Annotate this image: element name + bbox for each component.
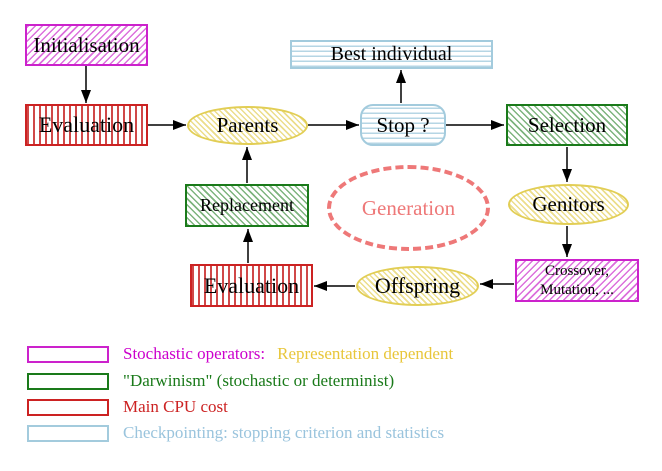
node-offspring-label: Offspring [374, 273, 461, 298]
node-selection: Selection [506, 104, 628, 146]
legend-label-representation: Representation dependent [277, 344, 454, 363]
legend-swatch-cyan-stripes [27, 424, 109, 442]
node-selection-label: Selection [527, 112, 607, 137]
legend-row-checkpointing: Checkpointing: stopping criterion and st… [27, 423, 445, 442]
node-genitors-label: Genitors [532, 192, 605, 216]
node-crossover-line2: Mutation, ... [540, 281, 614, 298]
generation-label: Generation [361, 195, 456, 220]
legend-label-checkpointing: Checkpointing: stopping criterion and st… [123, 423, 445, 442]
node-replacement-label: Replacement [200, 195, 294, 215]
node-initialisation-label: Initialisation [33, 32, 140, 57]
legend-row-darwinism: "Darwinism" (stochastic or determinist) [27, 371, 395, 390]
node-genitors: Genitors [508, 184, 629, 225]
legend-row-cpu-cost: Main CPU cost [27, 397, 228, 416]
node-parents: Parents [187, 106, 308, 145]
legend-label-darwinism: "Darwinism" (stochastic or determinist) [123, 371, 395, 390]
node-best-individual: Best individual [290, 40, 493, 69]
node-stop: Stop ? [360, 104, 446, 146]
node-evaluation-bottom-label: Evaluation [203, 272, 300, 298]
legend-label-cpu-cost: Main CPU cost [123, 397, 228, 416]
node-best-individual-label: Best individual [330, 43, 453, 65]
node-evaluation-bottom: Evaluation [190, 264, 313, 307]
node-replacement: Replacement [185, 184, 309, 227]
legend-swatch-green-hatch [27, 372, 109, 390]
node-crossover-line1: Crossover, [545, 262, 609, 279]
node-crossover-mutation: Crossover, Mutation, ... [515, 259, 639, 302]
legend-swatch-magenta-hatch [27, 345, 109, 363]
legend-label-stochastic: Stochastic operators: [123, 344, 266, 363]
node-offspring: Offspring [356, 266, 479, 306]
node-evaluation-top: Evaluation [25, 104, 148, 146]
node-parents-label: Parents [216, 113, 279, 137]
node-initialisation: Initialisation [25, 24, 148, 66]
node-evaluation-top-label: Evaluation [38, 112, 135, 137]
generation-loop-ellipse: Generation [327, 165, 490, 251]
node-stop-label: Stop ? [376, 112, 430, 137]
legend-row-stochastic: Stochastic operators: Representation dep… [27, 344, 454, 363]
legend-swatch-red-stripes [27, 398, 109, 416]
